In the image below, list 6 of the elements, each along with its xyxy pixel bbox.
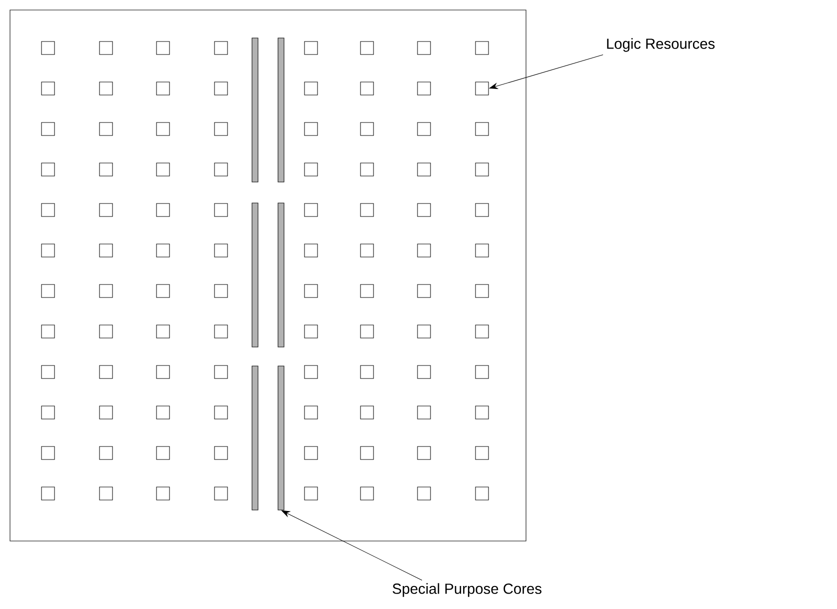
chip-outline [10, 10, 526, 542]
label-text: Logic Resources [607, 38, 715, 52]
leader-line [281, 510, 422, 580]
core-bar [278, 366, 284, 510]
label-text: Special Purpose Cores [392, 583, 542, 597]
logic-block [475, 82, 489, 96]
